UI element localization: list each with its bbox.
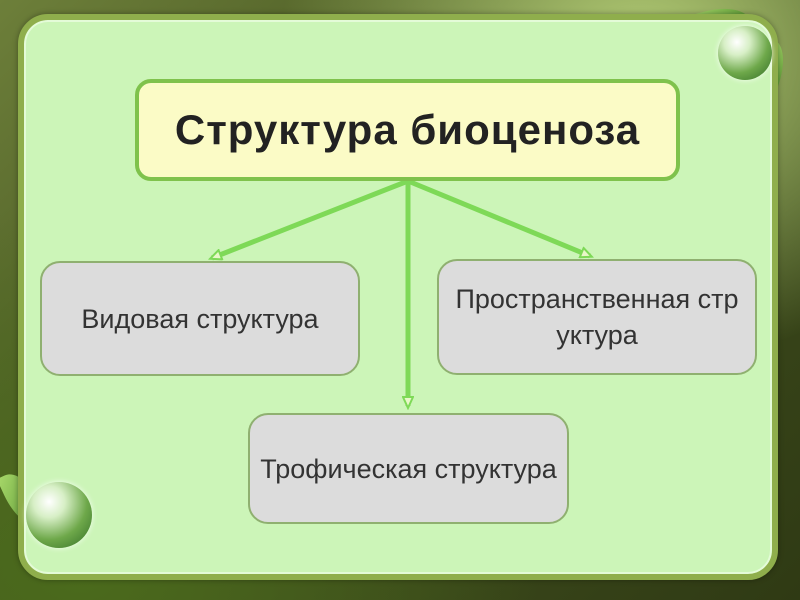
node-trophic-structure: Трофическая структура bbox=[248, 413, 569, 524]
arrow-to-species bbox=[212, 178, 409, 258]
node-trophic-text: Трофическая структура bbox=[260, 453, 557, 484]
node-species-structure: Видовая структура bbox=[40, 261, 360, 376]
node-species-text: Видовая структура bbox=[81, 303, 319, 334]
diagram-title-text: Структура биоценоза bbox=[174, 106, 641, 153]
node-spatial-structure: Пространственная структура bbox=[437, 259, 757, 375]
globe-icon bbox=[718, 26, 772, 80]
node-spatial-text: Пространственная структура bbox=[455, 284, 739, 350]
arrow-to-spatial bbox=[407, 178, 590, 259]
diagram-title: Структура биоценоза bbox=[135, 79, 680, 181]
globe-icon bbox=[26, 482, 92, 548]
